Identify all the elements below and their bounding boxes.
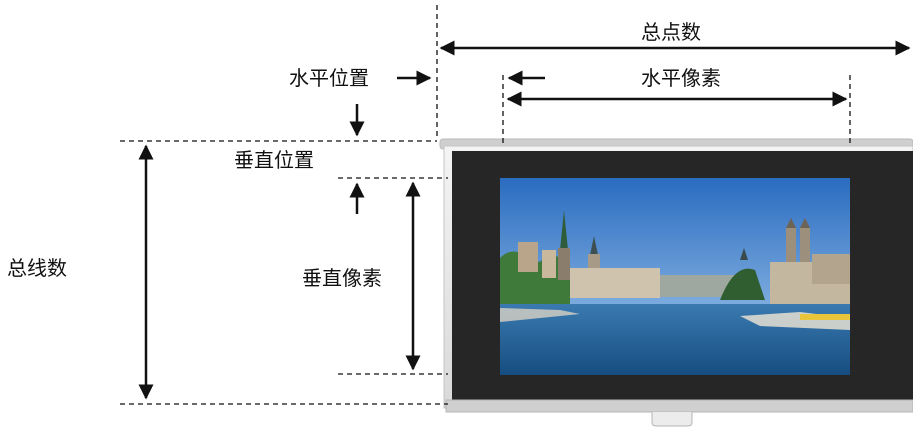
photo-building xyxy=(518,242,538,272)
photo-spire xyxy=(560,210,568,250)
photo-building xyxy=(542,250,556,278)
screen-bottom-bar xyxy=(445,399,913,413)
photo-boats-left xyxy=(500,308,580,322)
horizontal-position-label: 水平位置 xyxy=(289,66,369,90)
total-dots-label: 总点数 xyxy=(641,20,701,44)
photo-spire xyxy=(590,236,598,255)
city-river-photo xyxy=(500,178,850,375)
photo-church xyxy=(558,248,570,280)
photo-spire xyxy=(740,248,748,260)
photo-building xyxy=(812,254,850,284)
total-lines-label: 总线数 xyxy=(7,256,67,280)
photo-buildings-row xyxy=(570,268,660,298)
guide-lines xyxy=(120,5,851,405)
photo-tower-cap xyxy=(800,218,810,228)
photo-twin-tower xyxy=(800,228,810,278)
photo-trees-right xyxy=(720,268,765,300)
arrows xyxy=(138,40,911,400)
horizontal-pixels-label: 水平像素 xyxy=(641,66,721,90)
photo-tower-cap xyxy=(786,218,796,228)
photo-umbrellas xyxy=(800,314,850,320)
vertical-position-label: 垂直位置 xyxy=(234,148,314,172)
photo-twin-tower xyxy=(786,228,796,278)
photo-buildings-far xyxy=(660,275,740,297)
screen-handle xyxy=(651,412,693,427)
vertical-pixels-label: 垂直像素 xyxy=(302,266,382,290)
